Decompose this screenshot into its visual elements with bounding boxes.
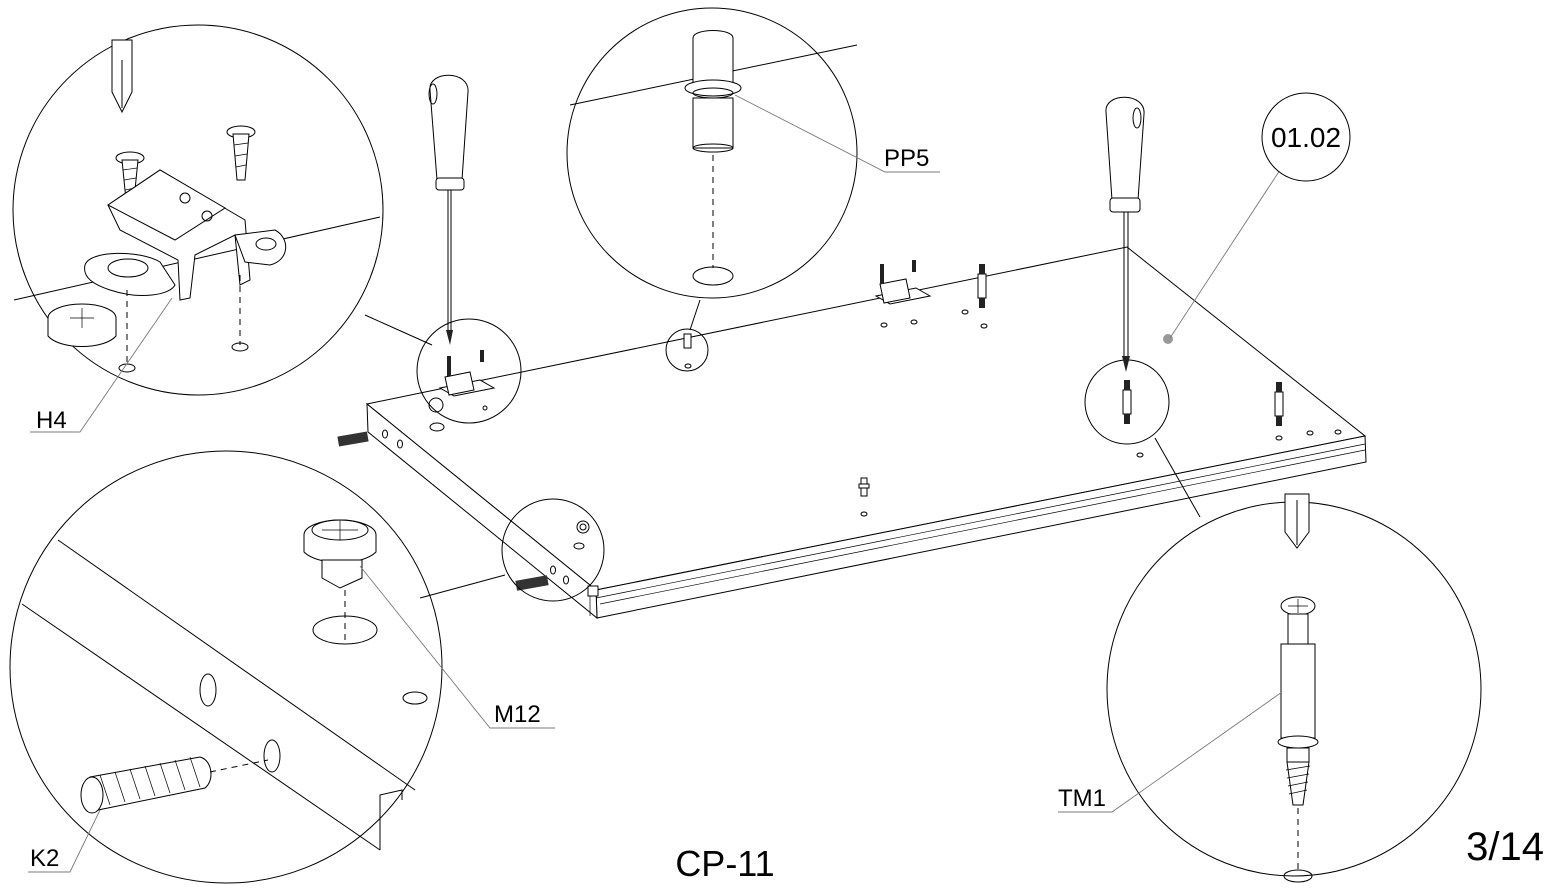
part-ref-callout: 01.02 bbox=[1169, 92, 1351, 339]
model-code: CP-11 bbox=[675, 843, 774, 884]
screwdriver-left-icon bbox=[428, 74, 469, 345]
screwdriver-right-icon bbox=[1105, 96, 1145, 372]
label-tm1: TM1 bbox=[1058, 785, 1106, 812]
label-m12: M12 bbox=[494, 701, 541, 728]
label-h4: H4 bbox=[36, 407, 67, 434]
page-number: 3/14 bbox=[1466, 825, 1544, 869]
dowel-k2-small-2 bbox=[515, 575, 549, 591]
detail-pp5: PP5 bbox=[566, 7, 940, 331]
label-k2: K2 bbox=[30, 845, 59, 872]
detail-circle-pp5-small bbox=[665, 328, 709, 372]
detail-h4: H4 bbox=[12, 24, 433, 434]
detail-tm1: TM1 bbox=[1058, 437, 1482, 883]
main-panel bbox=[337, 246, 1367, 620]
detail-circle-hinge-small bbox=[416, 318, 522, 424]
detail-circle-m12-small bbox=[501, 498, 605, 602]
cam-bolt-small-2 bbox=[1274, 382, 1284, 426]
part-ref-text: 01.02 bbox=[1271, 122, 1341, 153]
detail-m12-k2: M12 K2 bbox=[9, 450, 555, 884]
label-pp5: PP5 bbox=[884, 145, 929, 172]
cam-bolt-small bbox=[977, 264, 987, 308]
hinge-small-group bbox=[874, 260, 932, 305]
dowel-k2-small-1 bbox=[337, 431, 369, 447]
